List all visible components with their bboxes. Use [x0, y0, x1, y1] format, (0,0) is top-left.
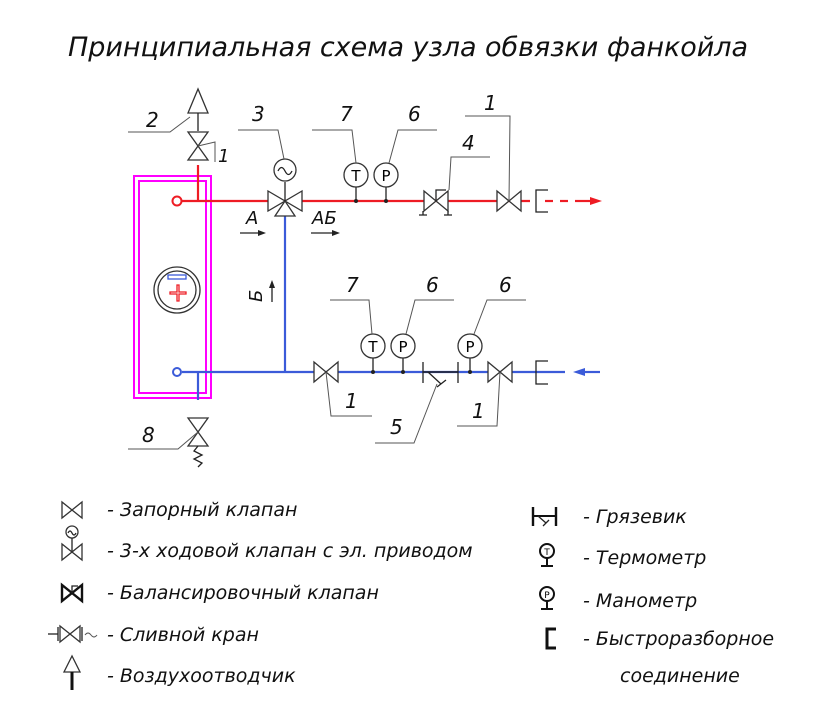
label-6: 6 [499, 273, 512, 297]
manometer-icon: P [539, 586, 555, 610]
legend-text: - 3-х ходовой клапан с эл. приводом [107, 540, 473, 562]
flow-label-b: Б [246, 290, 267, 302]
svg-text:P: P [544, 591, 550, 601]
label-1: 1 [472, 399, 485, 423]
legend-text: - Термометр [583, 547, 706, 569]
label-2: 2 [146, 108, 159, 132]
return-shutoff-valve: 1 [313, 361, 372, 417]
balancing-valve: 4 [419, 131, 490, 216]
supply-thermometer: T 7 [312, 102, 369, 203]
strainer: 5 [375, 362, 459, 444]
flow-label-ab: АБ [311, 208, 337, 229]
flow-arrows: А АБ Б [240, 208, 340, 302]
gauge-letter: T [350, 167, 361, 185]
drain-valve-icon [48, 624, 98, 644]
legend-text: - Быстроразборное [583, 628, 774, 650]
gauge-letter: P [398, 338, 407, 356]
fancoil-unit [133, 175, 212, 399]
three-way-valve: 3 [238, 102, 303, 217]
three-way-valve-icon [61, 525, 83, 562]
label-3: 3 [252, 102, 265, 126]
drain-valve: 8 [128, 417, 209, 468]
return-shutoff-valve-2: 1 [457, 361, 513, 427]
label-6: 6 [426, 273, 439, 297]
gauge-letter: T [367, 338, 378, 356]
legend-left: - Запорный клапан - 3-х ходовой клапан с… [48, 499, 473, 690]
return-manometer: P 6 [390, 273, 454, 374]
label-1: 1 [345, 389, 358, 413]
balancing-valve-icon [60, 582, 84, 604]
legend-text: - Сливной кран [107, 624, 259, 646]
label-5: 5 [390, 415, 403, 439]
gauge-letter: P [381, 167, 390, 185]
supply-shutoff-valve: 1 [465, 91, 522, 212]
legend-text: - Грязевик [583, 506, 687, 528]
page-title: Принципиальная схема узла обвязки фанкой… [68, 32, 748, 63]
flow-label-a: А [245, 208, 258, 229]
legend-text: - Балансировочный клапан [107, 582, 379, 604]
shutoff-valve-icon [61, 500, 83, 520]
supply-manometer: P 6 [373, 102, 437, 203]
label-7: 7 [346, 273, 359, 297]
label-7: 7 [340, 102, 353, 126]
label-8: 8 [142, 423, 155, 447]
svg-text:T: T [543, 548, 550, 558]
strainer-icon [531, 507, 558, 527]
return-thermometer: T 7 [330, 273, 386, 374]
legend-right: - Грязевик T - Термометр P - Манометр - … [531, 506, 774, 687]
legend-text: - Воздухоотводчик [107, 665, 296, 687]
air-vent-icon [62, 654, 82, 690]
air-vent: 2 1 [128, 87, 229, 167]
supply-quick-connector [535, 189, 548, 213]
quick-connector-icon [545, 627, 556, 650]
label-1: 1 [484, 91, 497, 115]
label-4: 4 [462, 131, 475, 155]
label-1: 1 [218, 146, 229, 167]
return-quick-connector [535, 360, 548, 385]
legend-text-2: соединение [620, 665, 740, 687]
legend-text: - Манометр [583, 590, 697, 612]
label-6: 6 [408, 102, 421, 126]
legend-text: - Запорный клапан [107, 499, 297, 521]
gauge-letter: P [465, 338, 474, 356]
thermometer-icon: T [539, 543, 555, 567]
return-manometer-2: P 6 [457, 273, 526, 374]
